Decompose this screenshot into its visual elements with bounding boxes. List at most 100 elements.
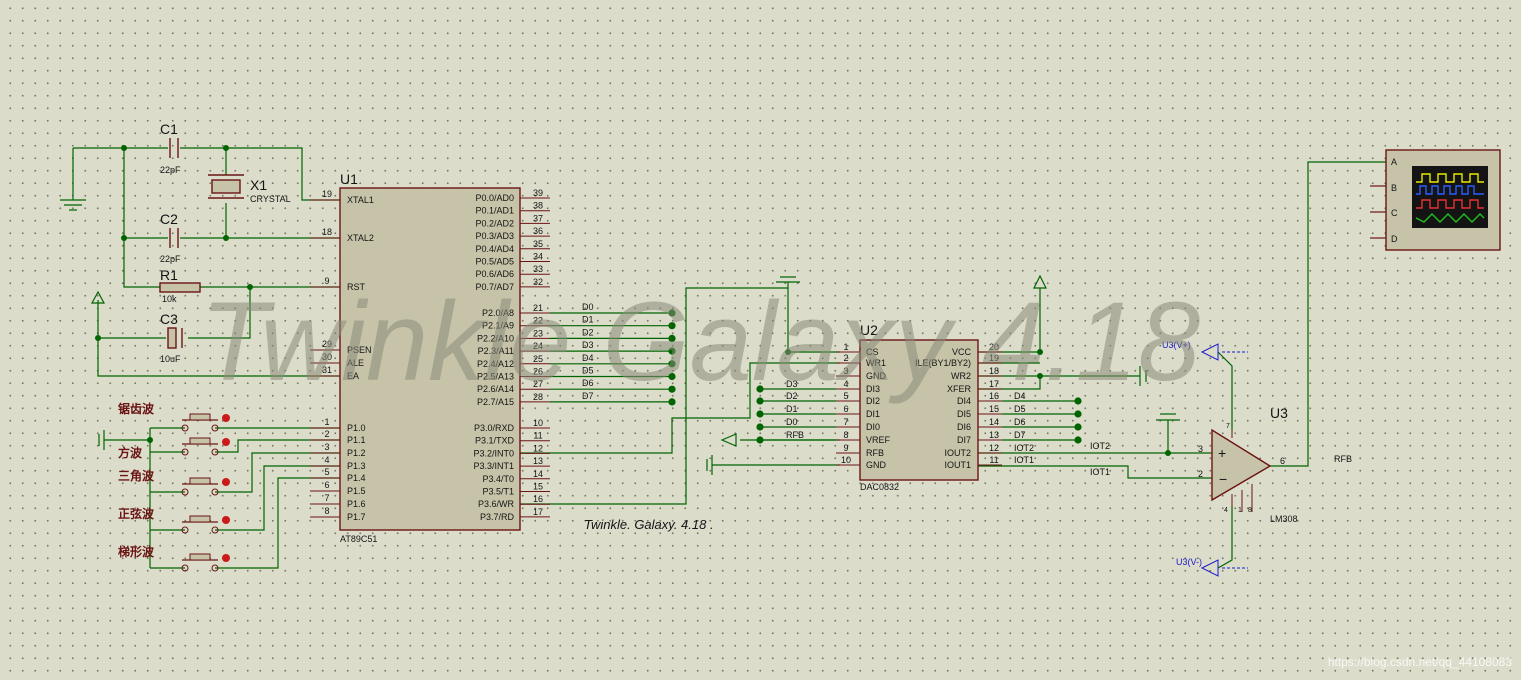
u1-pin-name: P0.4/AD4 bbox=[475, 244, 514, 254]
net-label: D7 bbox=[582, 391, 594, 401]
c3-value: 10uF bbox=[160, 354, 181, 364]
u1-pin-name: P0.0/AD0 bbox=[475, 193, 514, 203]
u1-pin-name: P1.7 bbox=[347, 512, 366, 522]
net-label: D7 bbox=[1014, 430, 1026, 440]
u2-pin-name: DI3 bbox=[866, 384, 880, 394]
u2-pin-name: DI2 bbox=[866, 396, 880, 406]
vcc-ea bbox=[90, 290, 106, 304]
u1-pin-num: 18 bbox=[322, 227, 332, 237]
button-label: 三角波 bbox=[118, 468, 155, 483]
u1-pin-name: P2.2/A10 bbox=[477, 333, 514, 343]
u2-pin-name: VREF bbox=[866, 435, 891, 445]
u2-pin-name: IOUT2 bbox=[944, 448, 971, 458]
u2-pin-num: 18 bbox=[989, 366, 999, 376]
u2-pin-num: 16 bbox=[989, 391, 999, 401]
passives bbox=[159, 138, 244, 349]
wire-c3-right bbox=[188, 287, 251, 339]
u1-pin-num: 26 bbox=[533, 367, 543, 377]
u2-pin-name: XFER bbox=[947, 384, 972, 394]
u1-pin-name: P2.5/A13 bbox=[477, 372, 514, 382]
u1-pin-name: P2.3/A11 bbox=[478, 346, 514, 356]
u1-pin-num: 7 bbox=[324, 493, 329, 503]
u2-pin-num: 3 bbox=[843, 366, 848, 376]
net-label: IOT2 bbox=[1014, 443, 1034, 453]
c2-value: 22pF bbox=[160, 254, 181, 264]
wire-btn5-p14 bbox=[215, 477, 340, 569]
u2-pin-name: DI0 bbox=[866, 422, 880, 432]
u1-pin-name: PSEN bbox=[347, 345, 372, 355]
u1-pin-num: 10 bbox=[533, 418, 543, 428]
opamp-u3 bbox=[1211, 428, 1272, 502]
u1-pin-num: 33 bbox=[533, 264, 543, 274]
button-label: 正弦波 bbox=[118, 506, 155, 521]
capacitor-c3 bbox=[167, 327, 183, 349]
u1-pin-name: P3.6/WR bbox=[478, 499, 515, 509]
scope-channel-C: C bbox=[1391, 208, 1398, 218]
c2-ref: C2 bbox=[160, 211, 178, 227]
u2-pin-num: 20 bbox=[989, 342, 999, 352]
u2-pin-name: ILE(BY1/BY2) bbox=[915, 358, 971, 368]
net-label: D0 bbox=[786, 417, 798, 427]
u2-pin-num: 17 bbox=[989, 379, 999, 389]
u1-pin-num: 25 bbox=[533, 354, 543, 364]
u2-pin-name: IOUT1 bbox=[944, 460, 971, 470]
labels: C1 22pF C2 22pF R1 10k C3 10uF X1 CRYSTA… bbox=[160, 121, 1352, 567]
wire-btn4-p13 bbox=[215, 465, 340, 531]
u2-pin-name: WR2 bbox=[951, 371, 971, 381]
net-iot2: IOT2 bbox=[1090, 441, 1110, 451]
u1-pin-num: 31 bbox=[322, 365, 332, 375]
watermark-small: Twinkle. Galaxy. 4.18 . bbox=[584, 517, 714, 532]
net-label: D1 bbox=[582, 315, 594, 325]
u1-pin-num: 17 bbox=[533, 507, 543, 517]
u1-pin-name: P0.3/AD3 bbox=[475, 231, 514, 241]
u2-pin-name: DI5 bbox=[957, 409, 971, 419]
gnd-wr2 bbox=[1139, 366, 1147, 386]
u2-pin-name: DI4 bbox=[957, 396, 971, 406]
vref-arrow bbox=[720, 433, 737, 447]
u2-ref: U2 bbox=[860, 322, 878, 338]
u1-pin-num: 23 bbox=[533, 328, 543, 338]
wire-vminus bbox=[1217, 506, 1233, 569]
u3-part: LM308 bbox=[1270, 514, 1298, 524]
u1-pin-name: XTAL1 bbox=[347, 195, 374, 205]
u2-part: DAC0832 bbox=[860, 482, 899, 492]
credit-text: https://blog.csdn.net/qq_44108083 bbox=[1328, 655, 1512, 669]
u3-pin-bot-c: 8 bbox=[1248, 507, 1252, 514]
u1-pin-name: P2.6/A14 bbox=[477, 384, 514, 394]
u1-pin-name: P1.6 bbox=[347, 499, 366, 509]
u1-pin-num: 35 bbox=[533, 239, 543, 249]
scope-channel-B: B bbox=[1391, 183, 1397, 193]
u2-pin-num: 4 bbox=[843, 379, 848, 389]
capacitor-c2 bbox=[169, 228, 179, 248]
button-label: 方波 bbox=[118, 445, 143, 460]
net-label: D6 bbox=[1014, 417, 1026, 427]
u1-pin-name: P2.0/A8 bbox=[482, 308, 514, 318]
u1-pin-name: P1.5 bbox=[347, 486, 366, 496]
u1-pin-num: 21 bbox=[533, 303, 543, 313]
ground-symbols bbox=[60, 199, 1180, 475]
u1-part: AT89C51 bbox=[340, 534, 377, 544]
u2-pin-num: 19 bbox=[989, 353, 999, 363]
u1-pin-name: P3.4/T0 bbox=[482, 474, 514, 484]
opamp-plus-sign: + bbox=[1218, 445, 1226, 461]
u3-ref: U3 bbox=[1270, 405, 1288, 421]
u1-pin-name: ALE bbox=[347, 358, 364, 368]
net-label: D4 bbox=[582, 353, 594, 363]
u1-ref: U1 bbox=[340, 171, 358, 187]
u3-pin-bot-a: 4 bbox=[1224, 507, 1228, 514]
wire-btn3-p12 bbox=[215, 452, 340, 493]
net-label: D2 bbox=[582, 327, 594, 337]
u1-pin-num: 19 bbox=[322, 189, 332, 199]
resistor-r1 bbox=[159, 282, 201, 293]
net-label: D1 bbox=[786, 404, 798, 414]
scope-channel-A: A bbox=[1391, 157, 1397, 167]
u2-pin-num: 10 bbox=[841, 455, 851, 465]
u1-pin-num: 36 bbox=[533, 226, 543, 236]
net-label: RFB bbox=[786, 430, 804, 440]
u2-pin-num: 6 bbox=[843, 404, 848, 414]
oscilloscope bbox=[1370, 149, 1501, 251]
wire-c3-left bbox=[97, 300, 166, 339]
u2-pin-name: GND bbox=[866, 460, 887, 470]
